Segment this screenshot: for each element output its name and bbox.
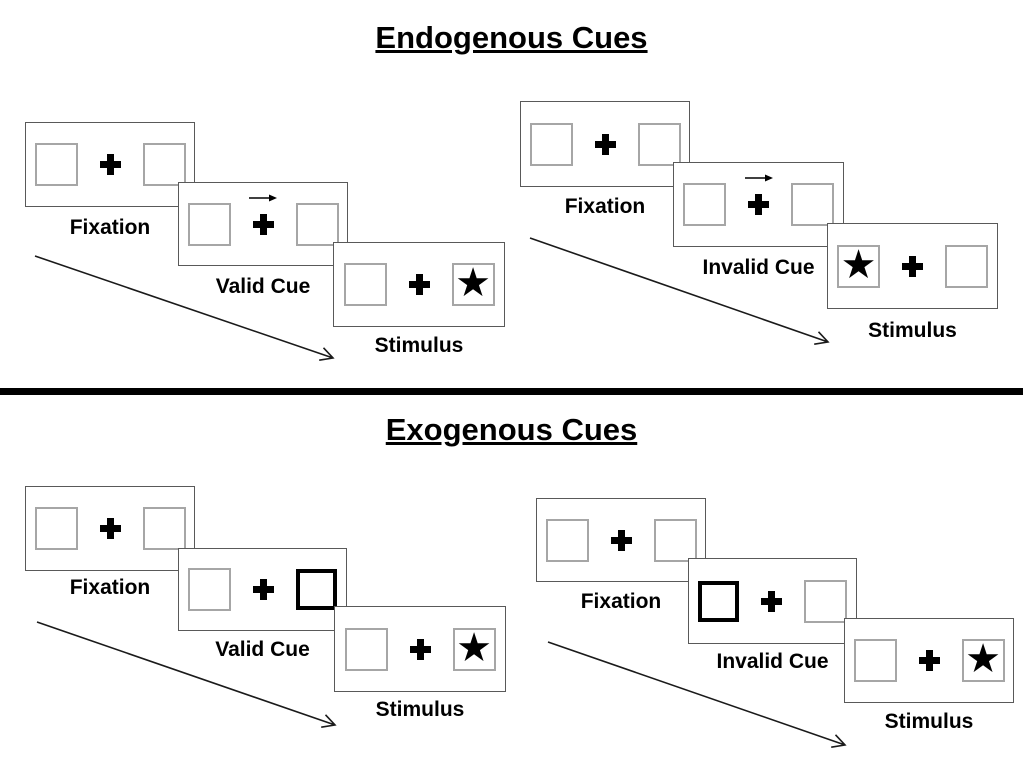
fixation-cross-icon [253,579,274,600]
timeline-arrow [34,255,335,361]
left-placeholder-box [683,183,726,226]
stimulus-label: Stimulus [884,710,974,733]
exo-valid-stimulus-panel: ★ [334,606,506,692]
cue-label: Invalid Cue [716,650,829,673]
fixation-label: Fixation [69,576,151,599]
endo-invalid-stimulus-panel: ★ [827,223,998,309]
endo-valid-cue-panel [178,182,348,266]
right-target-box: ★ [451,260,495,306]
left-placeholder-box [853,639,897,682]
section-divider [0,388,1023,395]
right-placeholder-box [804,579,847,623]
right-placeholder-box [142,143,186,186]
right-target-box: ★ [452,624,496,671]
left-placeholder-box [187,202,231,246]
fixation-cross-icon [409,638,431,660]
fixation-cross-icon [99,518,121,539]
timeline-arrow [529,237,830,345]
central-cue [249,194,277,235]
right-highlighted-cue-box [296,569,337,610]
endo-valid-fixation-panel [25,122,195,207]
fixation-cross-icon [594,133,616,155]
fixation-cross-icon [918,650,940,671]
exo-invalid-stimulus-panel: ★ [844,618,1014,703]
exo-valid-cue-panel [178,548,347,631]
endo-valid-stimulus-panel: ★ [333,242,505,327]
left-highlighted-cue-box [698,580,739,622]
exo-invalid-cue-panel [688,558,857,644]
right-target-box: ★ [961,636,1005,682]
section-title-exogenous: Exogenous Cues [385,412,638,447]
left-placeholder-box [34,507,78,550]
central-cue [744,174,773,215]
left-target-box: ★ [837,241,880,288]
left-placeholder-box [34,143,78,186]
fixation-cross-icon [761,590,782,612]
fixation-cross-icon [748,194,769,215]
right-arrow-icon [249,194,277,201]
left-placeholder-box [188,568,231,611]
stimulus-label: Stimulus [868,319,957,342]
target-star-icon: ★ [455,260,491,306]
fixation-cross-icon [99,154,121,175]
timeline-arrow [547,641,847,748]
section-title-endogenous: Endogenous Cues [375,20,648,55]
fixation-cross-icon [408,274,430,295]
fixation-cross-icon [902,255,923,277]
left-placeholder-box [343,263,387,306]
timeline-arrow [36,621,337,728]
right-placeholder-box [142,507,186,550]
right-placeholder-box [791,183,834,226]
stimulus-label: Stimulus [374,334,464,357]
right-placeholder-box [945,244,988,288]
left-placeholder-box [529,122,573,166]
right-placeholder-box [653,518,697,562]
left-placeholder-box [344,627,388,671]
endo-invalid-cue-panel [673,162,844,247]
cue-label: Valid Cue [215,638,310,661]
left-placeholder-box [545,518,589,562]
fixation-label: Fixation [580,590,662,613]
stimulus-label: Stimulus [375,698,465,721]
right-placeholder-box [295,202,339,246]
right-arrow-icon [744,174,773,182]
cue-label: Valid Cue [215,275,311,298]
fixation-label: Fixation [69,216,151,239]
fixation-cross-icon [610,529,632,551]
endo-invalid-fixation-panel [520,101,690,187]
target-star-icon: ★ [840,241,877,288]
fixation-label: Fixation [564,195,646,218]
cue-label: Invalid Cue [702,256,815,279]
exo-invalid-fixation-panel [536,498,706,582]
exo-valid-fixation-panel [25,486,195,571]
target-star-icon: ★ [965,636,1001,682]
fixation-cross-icon [252,213,274,235]
right-placeholder-box [637,122,681,166]
target-star-icon: ★ [456,624,492,671]
